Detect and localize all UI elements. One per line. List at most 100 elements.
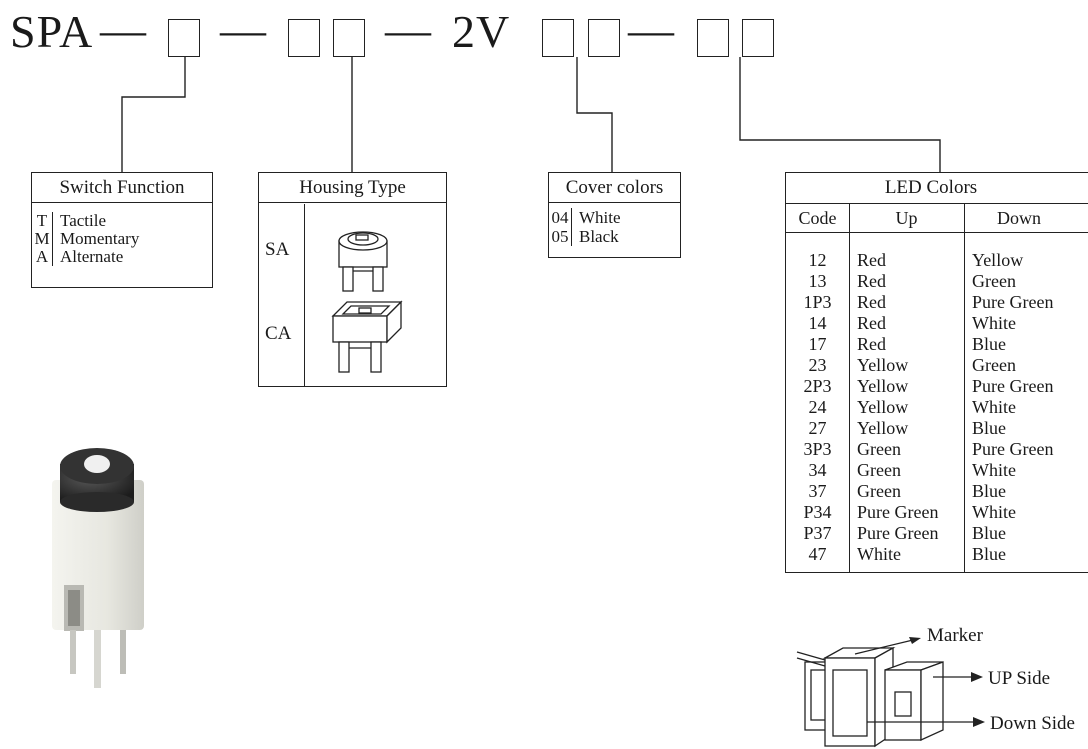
led-code-cell: P37: [803, 523, 832, 543]
cover-color-code: 05: [549, 227, 572, 246]
slot-cover-b: [588, 19, 620, 57]
cover-colors-title: Cover colors: [549, 173, 680, 203]
led-code-cell: 27: [808, 418, 827, 438]
separator-dash-1: —: [100, 4, 147, 55]
housing-type-title: Housing Type: [259, 173, 446, 203]
led-up-cell: Red: [857, 334, 886, 354]
separator-dash-4: —: [628, 4, 675, 55]
led-up-cell: Red: [857, 313, 886, 333]
housing-type-divider: [304, 204, 306, 386]
led-row: P34 Pure Green White: [786, 502, 1088, 523]
led-code-cell: 1P3: [803, 292, 832, 312]
led-code-cell: 47: [808, 544, 827, 564]
cover-colors-box: Cover colors 04 White 05 Black: [548, 172, 681, 258]
led-row: 27 Yellow Blue: [786, 418, 1088, 439]
led-header-down: Down: [997, 208, 1041, 228]
housing-type-box: Housing Type SA CA: [258, 172, 447, 387]
led-up-cell: Yellow: [857, 418, 909, 438]
marker-label: Marker: [927, 625, 983, 646]
led-row: 23 Yellow Green: [786, 355, 1088, 376]
led-code-cell: 23: [808, 355, 827, 375]
led-header-code: Code: [798, 208, 837, 228]
switch-function-row: A Alternate: [32, 248, 212, 266]
led-row: 24 Yellow White: [786, 397, 1088, 418]
switch-function-label: Alternate: [60, 247, 124, 266]
led-down-cell: Blue: [972, 481, 1006, 501]
led-up-cell: Yellow: [857, 397, 909, 417]
led-code-cell: 34: [808, 460, 827, 480]
square-housing-icon: [331, 300, 403, 373]
led-down-cell: Blue: [972, 418, 1006, 438]
led-up-cell: Green: [857, 481, 901, 501]
led-down-cell: Pure Green: [972, 376, 1054, 396]
led-down-cell: Yellow: [972, 250, 1024, 270]
led-up-cell: Red: [857, 292, 886, 312]
led-header-row: Code Up Down: [786, 204, 1088, 233]
cover-color-row: 04 White: [549, 208, 680, 227]
led-divider-2: [964, 204, 966, 572]
led-down-cell: White: [972, 460, 1016, 480]
led-down-cell: Pure Green: [972, 292, 1054, 312]
cover-color-code: 04: [549, 208, 572, 227]
switch-photo-icon: [52, 448, 144, 688]
led-colors-title: LED Colors: [786, 173, 1088, 204]
led-down-cell: White: [972, 313, 1016, 333]
led-code-cell: 2P3: [803, 376, 832, 396]
cover-color-label: Black: [579, 227, 619, 246]
slot-led-b: [742, 19, 774, 57]
led-code-cell: 14: [808, 313, 827, 333]
up-side-label: UP Side: [988, 668, 1051, 689]
led-up-cell: White: [857, 544, 901, 564]
led-row: 14 Red White: [786, 313, 1088, 334]
led-down-cell: Pure Green: [972, 439, 1054, 459]
slot-housing-b: [333, 19, 365, 57]
led-up-cell: Green: [857, 460, 901, 480]
switch-function-label: Tactile: [60, 211, 107, 230]
cover-color-label: White: [579, 208, 621, 227]
led-row: 2P3 Yellow Pure Green: [786, 376, 1088, 397]
led-down-cell: White: [972, 397, 1016, 417]
led-row: 34 Green White: [786, 460, 1088, 481]
led-header-up: Up: [895, 208, 918, 228]
led-up-cell: Yellow: [857, 355, 909, 375]
part-voltage: 2V: [452, 6, 511, 57]
led-down-cell: Blue: [972, 334, 1006, 354]
led-up-cell: Pure Green: [857, 523, 939, 543]
switch-function-row: M Momentary: [32, 230, 212, 248]
side-view-diagram: [796, 637, 985, 748]
slot-cover-a: [542, 19, 574, 57]
part-prefix: SPA: [10, 6, 94, 57]
switch-function-code: A: [32, 248, 53, 266]
led-up-cell: Green: [857, 439, 901, 459]
led-up-cell: Pure Green: [857, 502, 939, 522]
led-up-cell: Red: [857, 250, 886, 270]
separator-dash-2: —: [220, 4, 267, 55]
separator-dash-3: —: [385, 4, 432, 55]
led-code-cell: P34: [803, 502, 832, 522]
led-row: 3P3 Green Pure Green: [786, 439, 1088, 460]
led-row: 47 White Blue: [786, 544, 1088, 565]
switch-function-label: Momentary: [60, 229, 140, 248]
led-code-cell: 17: [808, 334, 827, 354]
led-up-cell: Red: [857, 271, 886, 291]
led-code-cell: 24: [808, 397, 827, 417]
led-down-cell: Green: [972, 355, 1016, 375]
led-down-cell: White: [972, 502, 1016, 522]
switch-function-code: T: [32, 212, 53, 230]
switch-function-box: Switch Function T Tactile M Momentary A …: [31, 172, 213, 288]
led-code-cell: 3P3: [803, 439, 832, 459]
led-down-cell: Blue: [972, 544, 1006, 564]
housing-code-sa: SA: [265, 239, 290, 260]
slot-led-a: [697, 19, 729, 57]
cover-color-row: 05 Black: [549, 227, 680, 246]
housing-code-ca: CA: [265, 323, 292, 344]
led-down-cell: Green: [972, 271, 1016, 291]
led-divider-1: [849, 204, 851, 572]
slot-switch-function: [168, 19, 200, 57]
led-up-cell: Yellow: [857, 376, 909, 396]
